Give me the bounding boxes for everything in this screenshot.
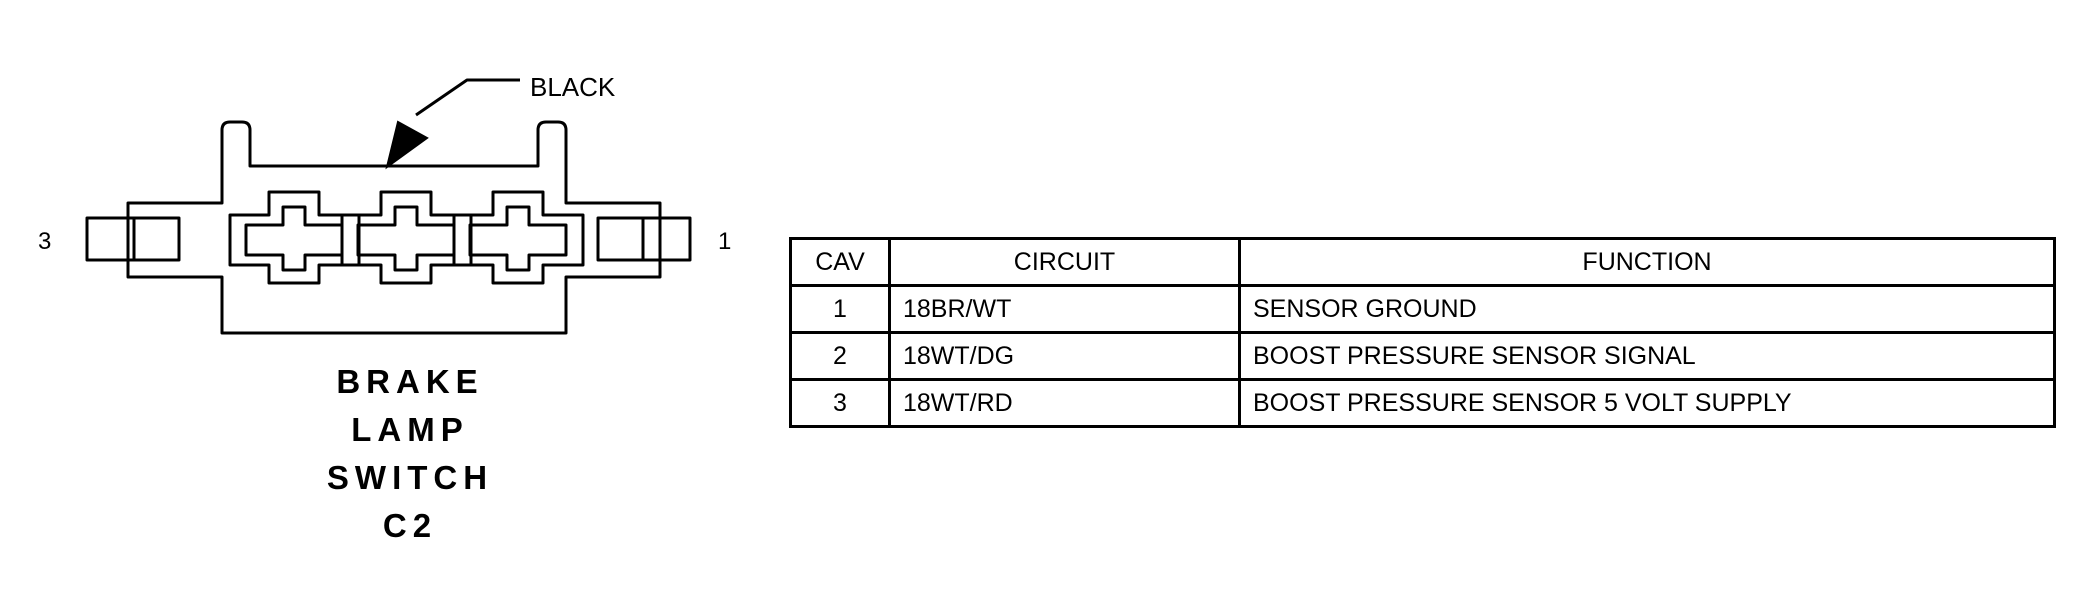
connector-name-line: C2	[382, 507, 438, 544]
circuit-cell: 18WT/DG	[888, 331, 1241, 381]
color-arrow-icon	[385, 120, 429, 170]
cavity-label-left: 3	[38, 228, 51, 255]
color-label: BLACK	[530, 72, 616, 102]
connector-housing	[126, 120, 662, 335]
column-header-circuit: CIRCUIT	[888, 237, 1241, 287]
cavity-label-right: 1	[718, 228, 731, 255]
cavity-left	[228, 190, 361, 285]
cav-cell: 2	[789, 331, 891, 381]
table-row: 1 18BR/WT SENSOR GROUND	[789, 284, 2056, 334]
table-row: 2 18WT/DG BOOST PRESSURE SENSOR SIGNAL	[789, 331, 2056, 381]
connector-name: BRAKE LAMP SWITCH C2	[300, 358, 520, 550]
function-cell: BOOST PRESSURE SENSOR SIGNAL	[1238, 331, 2056, 381]
color-leader-line	[415, 78, 520, 117]
cavity-right	[452, 190, 585, 285]
cav-cell: 1	[789, 284, 891, 334]
cav-cell: 3	[789, 378, 891, 428]
column-header-cav: CAV	[789, 237, 891, 287]
function-cell: BOOST PRESSURE SENSOR 5 VOLT SUPPLY	[1238, 378, 2056, 428]
function-cell: SENSOR GROUND	[1238, 284, 2056, 334]
connector-name-line: BRAKE	[336, 363, 484, 400]
table-header-row: CAV CIRCUIT FUNCTION	[789, 237, 2056, 287]
cavity-middle	[340, 190, 473, 285]
circuit-cell: 18BR/WT	[888, 284, 1241, 334]
pinout-table: CAV CIRCUIT FUNCTION 1 18BR/WT SENSOR GR…	[789, 237, 2056, 428]
table-row: 3 18WT/RD BOOST PRESSURE SENSOR 5 VOLT S…	[789, 378, 2056, 428]
circuit-cell: 18WT/RD	[888, 378, 1241, 428]
connector-diagram: BLACK 3 1	[38, 72, 731, 335]
connector-name-line: LAMP	[351, 411, 469, 448]
column-header-function: FUNCTION	[1238, 237, 2056, 287]
connector-name-line: SWITCH	[326, 459, 494, 496]
